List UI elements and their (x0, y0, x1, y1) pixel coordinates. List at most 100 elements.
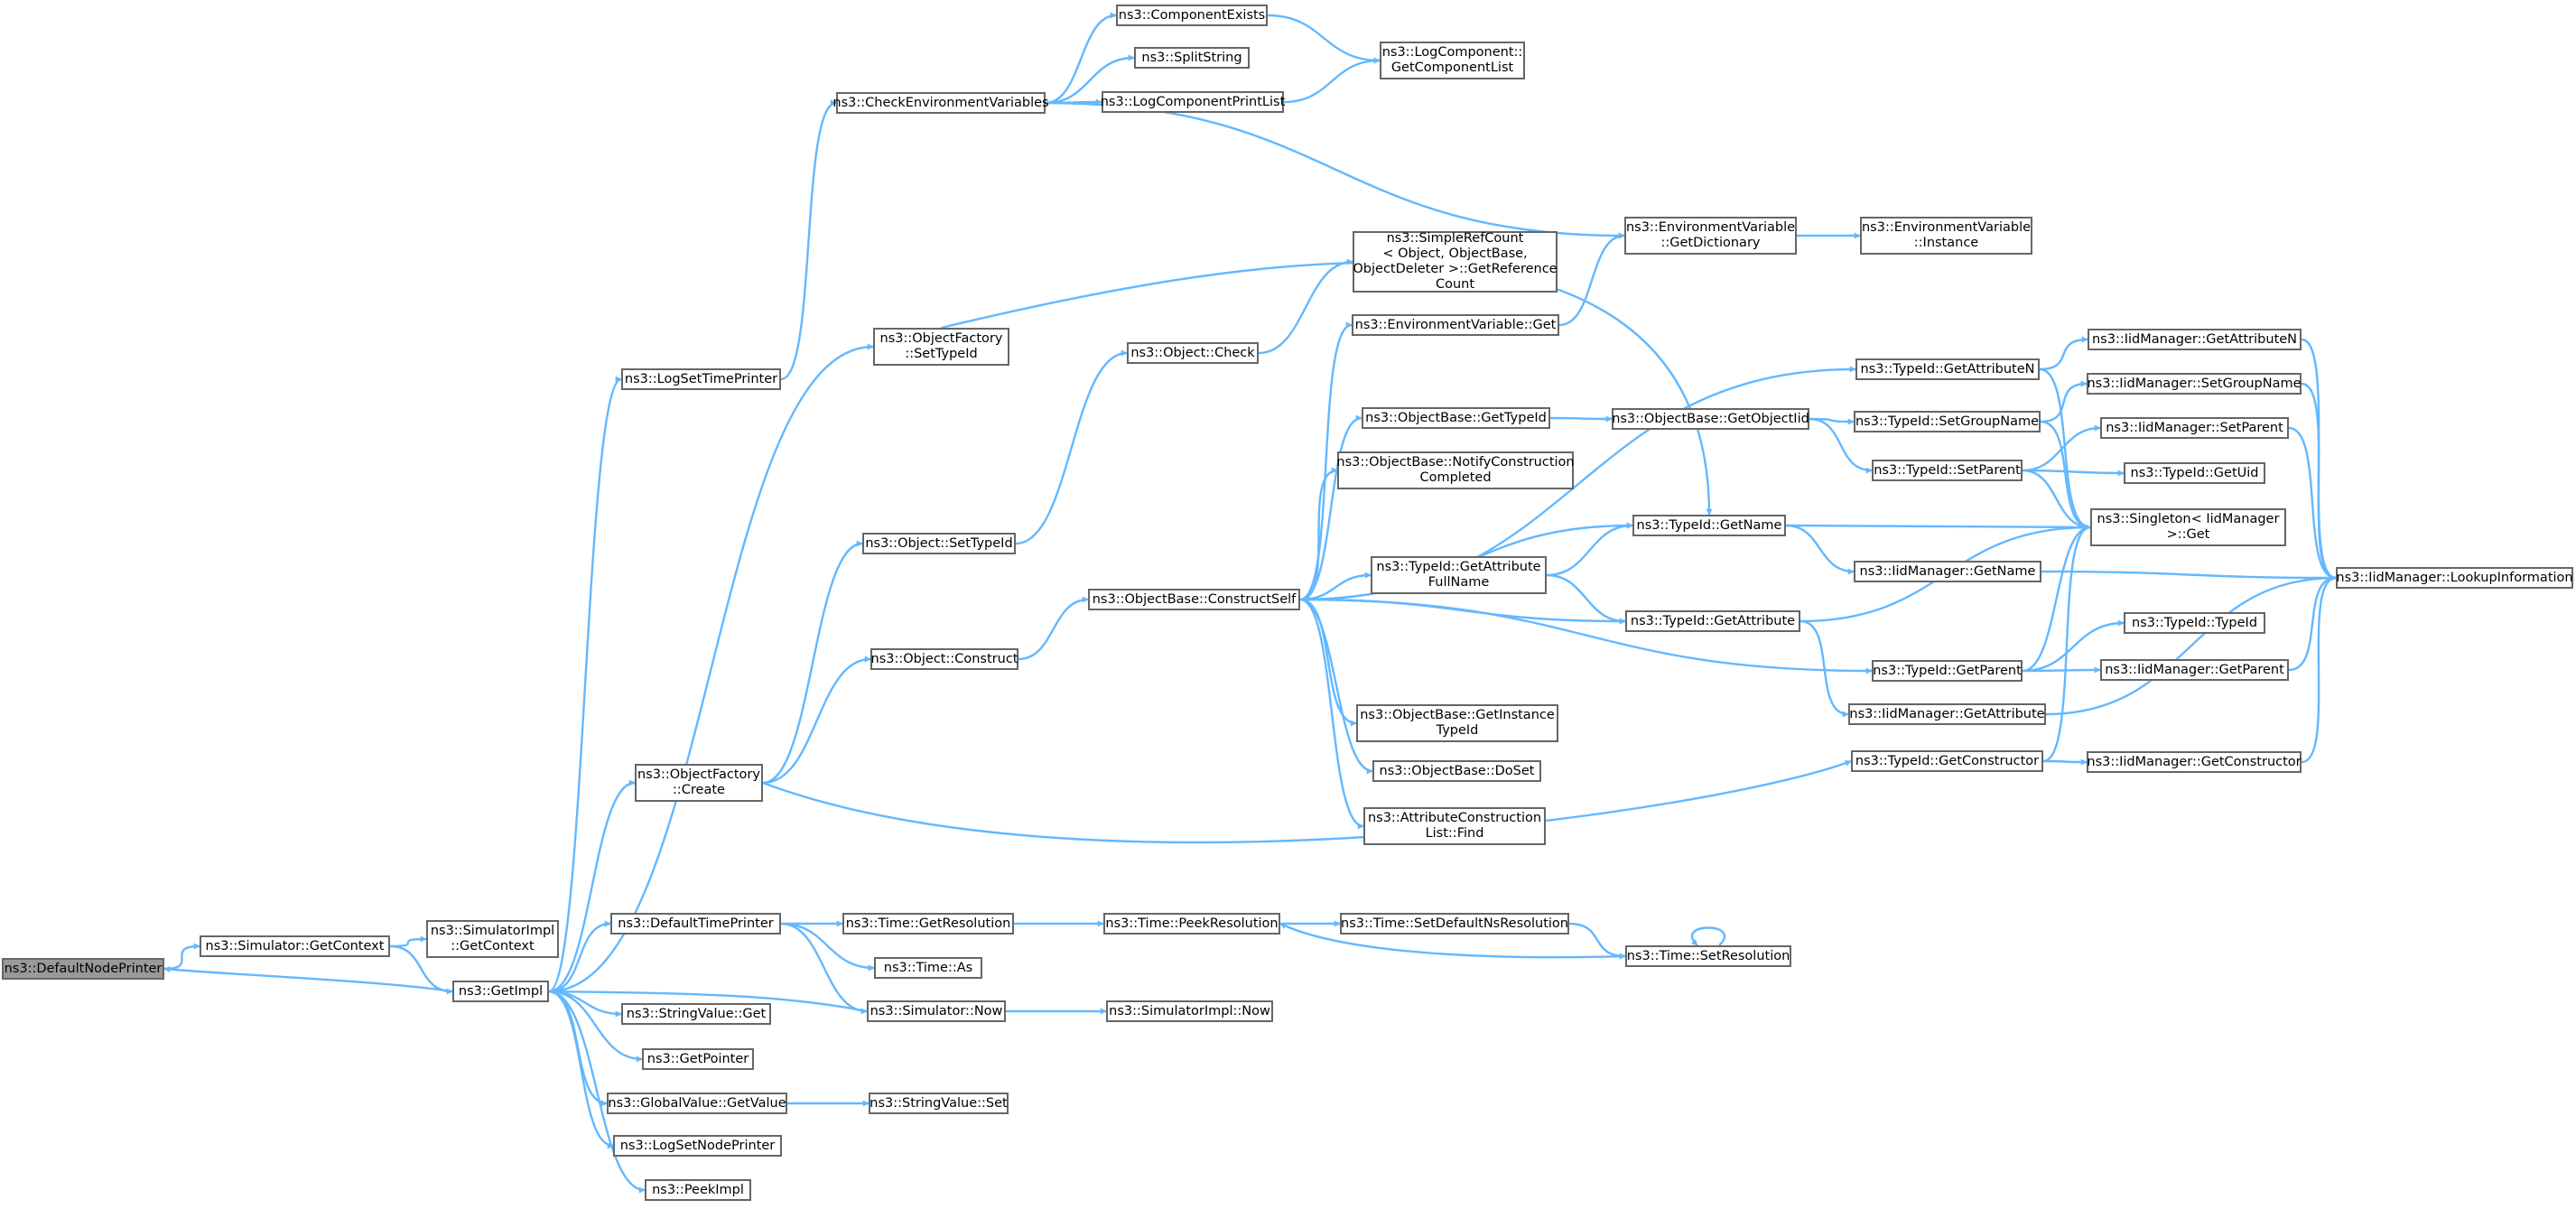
edge-getimpl-to-peekimpl (548, 990, 646, 1194)
node-iidmanager-getconstructor[interactable]: ns3::IidManager::GetConstructor (2087, 751, 2302, 773)
node-simulatorimpl-getcontext[interactable]: ns3::SimulatorImpl::GetContext (426, 920, 559, 958)
node-time-peekresolution[interactable]: ns3::Time::PeekResolution (1103, 913, 1280, 935)
node-iidmanager-getname[interactable]: ns3::IidManager::GetName (1854, 561, 2041, 582)
node-checkenvironmentvariables[interactable]: ns3::CheckEnvironmentVariables (832, 92, 1049, 114)
node-label-line: ns3::TypeId::SetParent (1874, 462, 2021, 478)
node-label-line: ns3::TypeId::TypeId (2131, 615, 2258, 630)
node-label-line: ns3::SimulatorImpl::Now (1109, 1003, 1270, 1018)
node-globalvalue-getvalue[interactable]: ns3::GlobalValue::GetValue (607, 1093, 787, 1114)
node-logcomponentprintlist[interactable]: ns3::LogComponentPrintList (1100, 91, 1286, 113)
node-typeid-setparent[interactable]: ns3::TypeId::SetParent (1872, 460, 2023, 481)
node-singleton-get[interactable]: ns3::Singleton< IidManager >::Get (2090, 508, 2286, 546)
node-label-line: < Object, ObjectBase, (1382, 246, 1528, 261)
node-label-line: ns3::GetImpl (458, 983, 544, 999)
node-time-as[interactable]: ns3::Time::As (874, 957, 982, 979)
node-peekimpl[interactable]: ns3::PeekImpl (645, 1179, 751, 1201)
node-iidmanager-getparent[interactable]: ns3::IidManager::GetParent (2100, 659, 2289, 681)
edge-logsettimeprinter-to-checkenvironmentvariables (780, 99, 837, 381)
node-typeid-getname[interactable]: ns3::TypeId::GetName (1632, 515, 1786, 536)
node-label-line: ns3::StringValue::Set (870, 1095, 1008, 1111)
edge-typeid-getname-to-singleton-get (1785, 524, 2091, 531)
node-objectfactory-settypeid[interactable]: ns3::ObjectFactory::SetTypeId (873, 328, 1009, 366)
node-iidmanager-getattributen[interactable]: ns3::IidManager::GetAttributeN (2088, 329, 2302, 350)
node-objectfactory-create[interactable]: ns3::ObjectFactory::Create (635, 764, 763, 802)
node-iidmanager-setparent[interactable]: ns3::IidManager::SetParent (2100, 417, 2289, 439)
edge-time-setresolution-to-time-peekresolution (1279, 922, 1626, 959)
edge-object-settypeid-to-object-check (1015, 349, 1128, 545)
node-label-line: ns3::Time::As (883, 960, 973, 975)
node-iidmanager-setgroupname[interactable]: ns3::IidManager::SetGroupName (2087, 373, 2302, 395)
node-typeid-getattributen[interactable]: ns3::TypeId::GetAttributeN (1855, 358, 2040, 380)
node-label-line: >::Get (2166, 527, 2210, 542)
node-label-line: ns3::ObjectBase::GetObjectIid (1612, 411, 1809, 426)
node-label-line: ns3::IidManager::GetName (1859, 563, 2036, 579)
edge-typeid-getattributefullname-to-typeid-getname (1546, 522, 1633, 577)
node-typeid-setgroupname[interactable]: ns3::TypeId::SetGroupName (1854, 411, 2041, 432)
edge-objectbase-constructself-to-objectbase-getinstancetypeid (1299, 598, 1357, 727)
node-defaultnodeprinter: ns3::DefaultNodePrinter (2, 958, 164, 980)
node-label-line: ::Instance (1913, 236, 1979, 250)
node-logsettimeprinter[interactable]: ns3::LogSetTimePrinter (621, 368, 781, 390)
node-stringvalue-set[interactable]: ns3::StringValue::Set (869, 1093, 1009, 1114)
node-label-line: ns3::IidManager::GetParent (2105, 662, 2284, 677)
node-label-line: ns3::IidManager::SetGroupName (2087, 376, 2302, 391)
edge-checkenvironmentvariables-to-splitstring (1045, 54, 1135, 105)
node-label-line: ns3::CheckEnvironmentVariables (832, 95, 1049, 110)
node-objectbase-doset[interactable]: ns3::ObjectBase::DoSet (1372, 760, 1541, 782)
node-simulator-now[interactable]: ns3::Simulator::Now (867, 1000, 1006, 1022)
node-objectbase-getobjectiid[interactable]: ns3::ObjectBase::GetObjectIid (1612, 408, 1809, 430)
edge-iidmanager-setparent-to-iidmanager-lookupinformation (2288, 426, 2337, 581)
node-logcomponent-getcomponentlist[interactable]: ns3::LogComponent::GetComponentList (1380, 42, 1525, 79)
node-typeid-getparent[interactable]: ns3::TypeId::GetParent (1872, 660, 2023, 682)
node-envvar-get[interactable]: ns3::EnvironmentVariable::Get (1352, 314, 1559, 336)
node-object-construct[interactable]: ns3::Object::Construct (870, 648, 1018, 670)
node-label-line: Completed (1419, 470, 1492, 485)
node-envvar-instance[interactable]: ns3::EnvironmentVariable::Instance (1860, 217, 2032, 255)
node-label-line: ns3::LogComponent:: (1381, 45, 1523, 60)
edge-getimpl-to-logsettimeprinter (548, 376, 622, 993)
node-componentexists[interactable]: ns3::ComponentExists (1116, 5, 1268, 26)
node-iidmanager-getattribute[interactable]: ns3::IidManager::GetAttribute (1848, 703, 2046, 725)
node-time-setdefaultnsresolution[interactable]: ns3::Time::SetDefaultNsResolution (1340, 913, 1569, 935)
edge-simulator-getcontext-to-simulatorimpl-getcontext (389, 935, 427, 948)
node-label-line: ns3::TypeId::SetGroupName (1855, 414, 2040, 429)
node-getpointer[interactable]: ns3::GetPointer (642, 1048, 754, 1070)
edge-getimpl-to-objectfactory-create (548, 779, 636, 993)
node-label-line: ns3::ObjectFactory (879, 331, 1003, 346)
node-stringvalue-get[interactable]: ns3::StringValue::Get (621, 1003, 771, 1025)
node-typeid-getuid[interactable]: ns3::TypeId::GetUid (2124, 462, 2265, 484)
edge-objectbase-getobjectiid-to-typeid-setgroupname (1809, 417, 1855, 425)
node-label-line: ns3::IidManager::LookupInformation (2336, 570, 2573, 585)
node-typeid-getconstructor[interactable]: ns3::TypeId::GetConstructor (1851, 750, 2043, 772)
node-object-settypeid[interactable]: ns3::Object::SetTypeId (862, 533, 1016, 554)
node-logsetnodeprinter[interactable]: ns3::LogSetNodePrinter (613, 1135, 782, 1157)
node-time-getresolution[interactable]: ns3::Time::GetResolution (842, 913, 1014, 935)
node-iidmanager-lookupinformation[interactable]: ns3::IidManager::LookupInformation (2336, 567, 2573, 589)
node-simulatorimpl-now[interactable]: ns3::SimulatorImpl::Now (1106, 1000, 1273, 1022)
node-splitstring[interactable]: ns3::SplitString (1134, 47, 1250, 69)
edge-getimpl-to-logsetnodeprinter (548, 990, 614, 1149)
node-label-line: ns3::TypeId::GetConstructor (1855, 753, 2040, 768)
node-typeid-getattribute[interactable]: ns3::TypeId::GetAttribute (1625, 610, 1800, 632)
node-typeid-typeid[interactable]: ns3::TypeId::TypeId (2124, 612, 2265, 634)
edge-typeid-getattributen-to-iidmanager-getattributen (2039, 336, 2088, 371)
edge-iidmanager-setgroupname-to-iidmanager-lookupinformation (2301, 382, 2337, 581)
node-label-line: ns3::LogComponentPrintList (1100, 94, 1286, 109)
node-label-line: ns3::SimpleRefCount (1386, 231, 1524, 246)
node-simulator-getcontext[interactable]: ns3::Simulator::GetContext (200, 935, 390, 957)
node-getimpl[interactable]: ns3::GetImpl (452, 981, 549, 1002)
node-simplerefcount[interactable]: ns3::SimpleRefCount< Object, ObjectBase,… (1353, 231, 1558, 293)
node-object-check[interactable]: ns3::Object::Check (1127, 342, 1259, 364)
node-defaulttimeprinter[interactable]: ns3::DefaultTimePrinter (610, 913, 781, 935)
node-label-line: ns3::PeekImpl (652, 1182, 744, 1197)
node-objectbase-constructself[interactable]: ns3::ObjectBase::ConstructSelf (1088, 589, 1300, 610)
edge-getimpl-to-getpointer (548, 990, 643, 1063)
node-label-line: ns3::Object::Construct (870, 651, 1018, 666)
node-objectbase-gettypeid[interactable]: ns3::ObjectBase::GetTypeId (1362, 407, 1550, 429)
node-time-setresolution[interactable]: ns3::Time::SetResolution (1625, 945, 1791, 967)
node-envvar-getdictionary[interactable]: ns3::EnvironmentVariable::GetDictionary (1624, 217, 1797, 255)
